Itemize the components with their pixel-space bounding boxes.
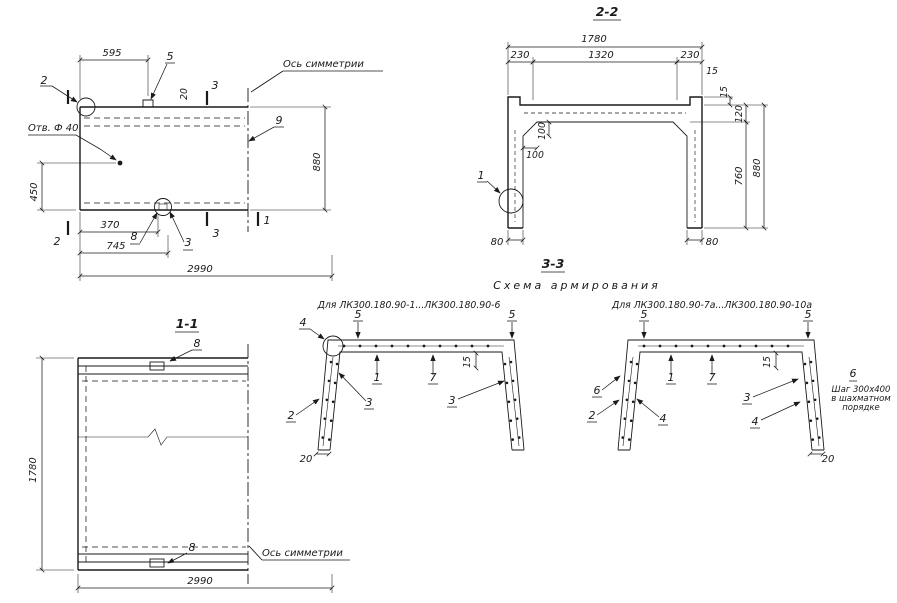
right-pos-3: 3 xyxy=(744,391,751,404)
detail-circle-8 xyxy=(154,198,172,216)
dim-450-label: 450 xyxy=(29,182,40,201)
dim-1780-label: 1780 xyxy=(581,34,606,45)
left-pos-3-left: 3 xyxy=(366,396,373,409)
embed-item-8-bottom xyxy=(149,558,165,568)
mark-1-label: 1 xyxy=(264,214,271,227)
right-dim-20: 20 xyxy=(822,454,835,465)
detail-circle-2 xyxy=(76,97,96,117)
mark-3-bottom-label: 3 xyxy=(213,227,220,240)
dim-15-top-label: 15 xyxy=(706,66,718,77)
note-pos-6: 6 xyxy=(850,367,857,380)
right-pos-4-left: 4 xyxy=(660,412,667,425)
left-pos-5-right: 5 xyxy=(509,308,516,321)
plan-dim-1780: 1780 xyxy=(28,457,39,482)
embed-item-8-top xyxy=(149,361,165,371)
dim-15-side-label: 15 xyxy=(719,86,730,98)
elevation-axis-label: Ось симметрии xyxy=(283,59,364,70)
right-pos-7: 7 xyxy=(709,371,716,384)
mark-2-top-label: 2 xyxy=(41,74,48,87)
plan-axis-label: Ось симметрии xyxy=(262,548,343,559)
dim-1320-label: 1320 xyxy=(588,50,613,61)
dim-2990-label: 2990 xyxy=(187,264,212,275)
section-3-3-title: 3-3 xyxy=(542,256,565,271)
dim-80-right-label: 80 xyxy=(706,237,719,248)
plan-pos-8-bottom: 8 xyxy=(189,541,196,554)
elevation-view: 595 5 20 2 2 3 3 1 Ось симметрии 9 Отв. … xyxy=(28,48,383,281)
dim-20-label: 20 xyxy=(179,88,190,100)
scheme-subtitle: Схема армирования xyxy=(493,279,661,292)
dim-880-section-label: 880 xyxy=(752,158,763,177)
right-pos-1: 1 xyxy=(668,371,675,384)
left-pos-1: 1 xyxy=(374,371,381,384)
note-line2: в шахматном xyxy=(831,394,891,404)
left-dim-20: 20 xyxy=(300,454,313,465)
dim-100-v-label: 100 xyxy=(537,122,548,140)
detail-circle-1 xyxy=(498,188,524,214)
detail-circle-4 xyxy=(322,335,344,357)
dim-880-label: 880 xyxy=(312,152,323,171)
dim-80-left-label: 80 xyxy=(491,237,504,248)
reinforcement-right-caption: Для ЛК300.180.90-7а...ЛК300.180.90-10а xyxy=(611,300,812,311)
hole-label: Отв. Ф 40 xyxy=(28,123,78,134)
left-pos-5-left: 5 xyxy=(355,308,362,321)
left-pos-7: 7 xyxy=(430,371,437,384)
section-2-2-view: 2-2 1780 230 1320 230 15 15 120 760 xyxy=(477,4,768,248)
reinforcement-left: Для ЛК300.180.90-1...ЛК300.180.90-6 4 5 … xyxy=(286,300,525,465)
right-pos-2: 2 xyxy=(589,409,596,422)
section-1-1-title: 1-1 xyxy=(176,316,199,331)
pos-8-label: 8 xyxy=(131,230,138,243)
right-pos-4-right: 4 xyxy=(752,415,759,428)
dim-120-label: 120 xyxy=(734,105,745,123)
plan-dim-2990: 2990 xyxy=(187,576,212,587)
dim-595-label: 595 xyxy=(102,48,121,59)
reinforcement-right: Для ЛК300.180.90-7а...ЛК300.180.90-10а 5… xyxy=(587,300,834,465)
dim-745-label: 745 xyxy=(106,241,125,252)
section-1-1-view: 1-1 8 8 1780 2990 Ось симметрии xyxy=(28,316,350,593)
left-pos-4: 4 xyxy=(300,316,307,329)
pos-5-label: 5 xyxy=(167,50,174,63)
dim-230-right-label: 230 xyxy=(680,50,699,61)
right-dim-15: 15 xyxy=(762,356,773,368)
pos-3-detail-label: 3 xyxy=(185,236,192,249)
section-2-2-title: 2-2 xyxy=(596,4,619,19)
right-pos-5-left: 5 xyxy=(641,308,648,321)
note-line1: Шаг 300х400 xyxy=(832,385,891,395)
dim-370-label: 370 xyxy=(100,220,119,231)
mark-2-bottom-label: 2 xyxy=(54,235,61,248)
right-pos-5-right: 5 xyxy=(805,308,812,321)
pos-9-label: 9 xyxy=(276,114,283,127)
mark-3-top-label: 3 xyxy=(212,79,219,92)
note-line3: порядке xyxy=(842,403,880,413)
reinforcement-left-caption: Для ЛК300.180.90-1...ЛК300.180.90-6 xyxy=(317,300,501,311)
pos-1-section-label: 1 xyxy=(478,169,485,182)
hole-mark xyxy=(117,160,123,166)
scheme-heading: 3-3 Схема армирования xyxy=(493,256,661,292)
dim-100-h-label: 100 xyxy=(526,150,544,161)
left-dim-15: 15 xyxy=(462,356,473,368)
spacing-note: 6 Шаг 300х400 в шахматном порядке xyxy=(831,367,891,413)
left-pos-2: 2 xyxy=(288,409,295,422)
dim-230-left-label: 230 xyxy=(510,50,529,61)
dim-760-label: 760 xyxy=(734,166,745,185)
right-pos-6: 6 xyxy=(594,384,601,397)
left-pos-3-right: 3 xyxy=(449,394,456,407)
plan-pos-8-top: 8 xyxy=(194,337,201,350)
